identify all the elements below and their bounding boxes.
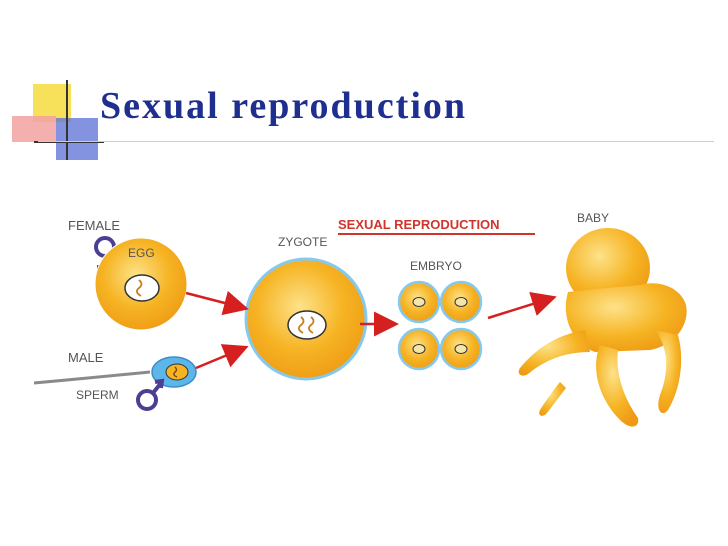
- egg-nucleus: [124, 274, 160, 302]
- diagram-heading: SEXUAL REPRODUCTION: [338, 217, 500, 232]
- egg-to-zygote-arrow: [185, 290, 249, 316]
- female-label: FEMALE: [68, 218, 120, 233]
- sperm-nucleus: [165, 363, 189, 381]
- deco-red-square: [12, 116, 56, 142]
- zygote-nucleus: [287, 310, 327, 340]
- embryo-nucleus: [454, 297, 468, 307]
- zygote-chromosome-1: [298, 316, 305, 334]
- male-label: MALE: [68, 350, 104, 365]
- deco-blue-square: [56, 118, 98, 160]
- zygote-chromosome-2: [308, 316, 315, 334]
- embryo-nucleus: [412, 344, 426, 354]
- deco-horizontal-line: [34, 141, 104, 143]
- sperm-tail: [33, 370, 151, 385]
- embryo-cells: [397, 280, 483, 371]
- deco-yellow-square: [33, 84, 71, 122]
- embryo-to-baby-arrow: [487, 292, 557, 320]
- egg-chromosome: [136, 279, 143, 297]
- embryo-nucleus: [454, 344, 468, 354]
- embryo-nucleus: [412, 297, 426, 307]
- male-symbol-icon: [136, 378, 165, 411]
- embryo-label: EMBRYO: [410, 259, 462, 273]
- baby-diaper: [628, 352, 657, 400]
- deco-vertical-line: [66, 80, 68, 160]
- zygote-label: ZYGOTE: [278, 235, 327, 249]
- slide-title: Sexual reproduction: [100, 85, 468, 127]
- title-underline: [38, 141, 714, 142]
- baby-silhouette: [518, 228, 687, 427]
- sperm-to-zygote-arrow: [195, 344, 249, 370]
- sperm-label: SPERM: [76, 388, 119, 402]
- sperm-chromosome: [173, 366, 178, 378]
- egg-label: EGG: [128, 246, 155, 260]
- heading-underline: [338, 233, 535, 235]
- baby-label: BABY: [577, 211, 609, 225]
